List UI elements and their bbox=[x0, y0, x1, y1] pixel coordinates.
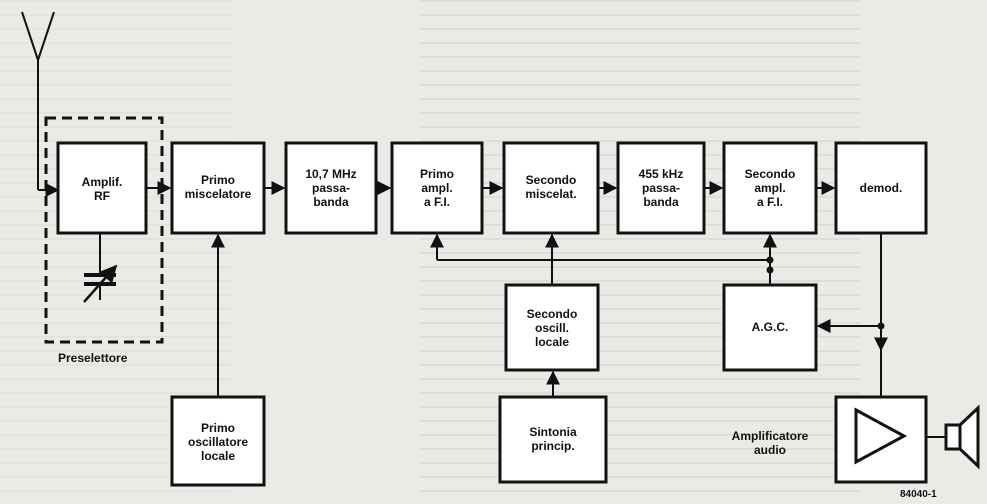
label-line: demod. bbox=[860, 181, 903, 195]
label-line: Sintonia bbox=[529, 425, 577, 439]
label-line: audio bbox=[754, 443, 786, 457]
figure-code: 84040-1 bbox=[900, 489, 937, 500]
label-line: ampl. bbox=[754, 181, 785, 195]
amplif-rf-label: Amplif.RF bbox=[82, 175, 123, 203]
block-agc: A.G.C. bbox=[722, 283, 818, 372]
preselettore-caption: Preselettore bbox=[58, 351, 128, 365]
label-line: Primo bbox=[201, 173, 235, 187]
label-line: princip. bbox=[531, 439, 574, 453]
label-line: oscillatore bbox=[188, 435, 248, 449]
variable-capacitor-icon bbox=[83, 233, 118, 303]
amplifier-triangle-icon bbox=[854, 407, 908, 465]
label-line: Secondo bbox=[526, 173, 577, 187]
label-line: Primo bbox=[201, 421, 235, 435]
label-line: Primo bbox=[420, 167, 454, 181]
label-line: Secondo bbox=[527, 307, 578, 321]
label-line: a F.I. bbox=[424, 195, 450, 209]
block-amplificatore-audio bbox=[834, 395, 928, 484]
block-demod: demod. bbox=[834, 141, 928, 235]
antenna-icon bbox=[21, 11, 60, 197]
label-line: oscill. bbox=[535, 321, 569, 335]
label-line: passa- bbox=[312, 181, 350, 195]
label-line: Secondo bbox=[745, 167, 796, 181]
label-line: Preselettore bbox=[58, 351, 128, 365]
label-line: 84040-1 bbox=[900, 489, 937, 500]
label-line: A.G.C. bbox=[752, 320, 789, 334]
demod-label: demod. bbox=[860, 181, 903, 195]
label-line: ampl. bbox=[421, 181, 452, 195]
label-line: 10,7 MHz bbox=[305, 167, 356, 181]
agc-wires bbox=[430, 233, 888, 397]
block-amplif-rf: Amplif.RF bbox=[56, 141, 148, 235]
label-line: passa- bbox=[642, 181, 680, 195]
preselettore-box bbox=[44, 116, 164, 344]
loudspeaker-icon bbox=[926, 404, 980, 470]
label-line: miscelat. bbox=[525, 187, 576, 201]
label-line: banda bbox=[643, 195, 679, 209]
label-line: Amplif. bbox=[82, 175, 123, 189]
label-line: a F.I. bbox=[757, 195, 783, 209]
label-line: 455 kHz bbox=[639, 167, 684, 181]
agc-label: A.G.C. bbox=[752, 320, 789, 334]
label-line: Amplificatore bbox=[732, 429, 809, 443]
label-line: locale bbox=[535, 335, 569, 349]
label-line: banda bbox=[313, 195, 349, 209]
label-line: RF bbox=[94, 189, 110, 203]
label-line: miscelatore bbox=[185, 187, 252, 201]
label-line: locale bbox=[201, 449, 235, 463]
